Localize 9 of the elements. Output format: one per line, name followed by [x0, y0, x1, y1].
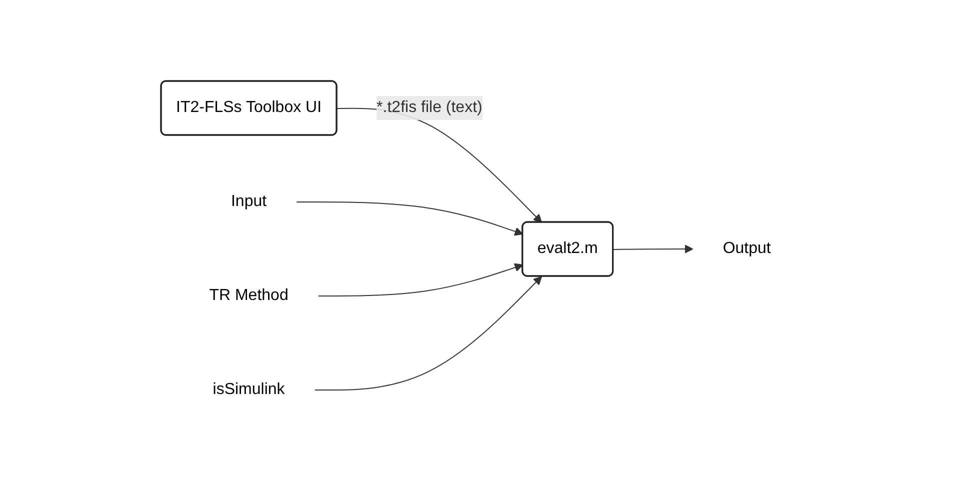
node-text: Output: [722, 240, 770, 256]
arrow: [317, 262, 523, 296]
arrow: [296, 201, 523, 236]
node-text: TR Method: [208, 286, 288, 304]
edge-label: *.t2fis file (text): [376, 98, 482, 116]
arrow: [314, 276, 542, 390]
arrow: [612, 244, 693, 253]
node-text: Input: [230, 192, 266, 210]
node-text: isSimulink: [212, 380, 284, 398]
